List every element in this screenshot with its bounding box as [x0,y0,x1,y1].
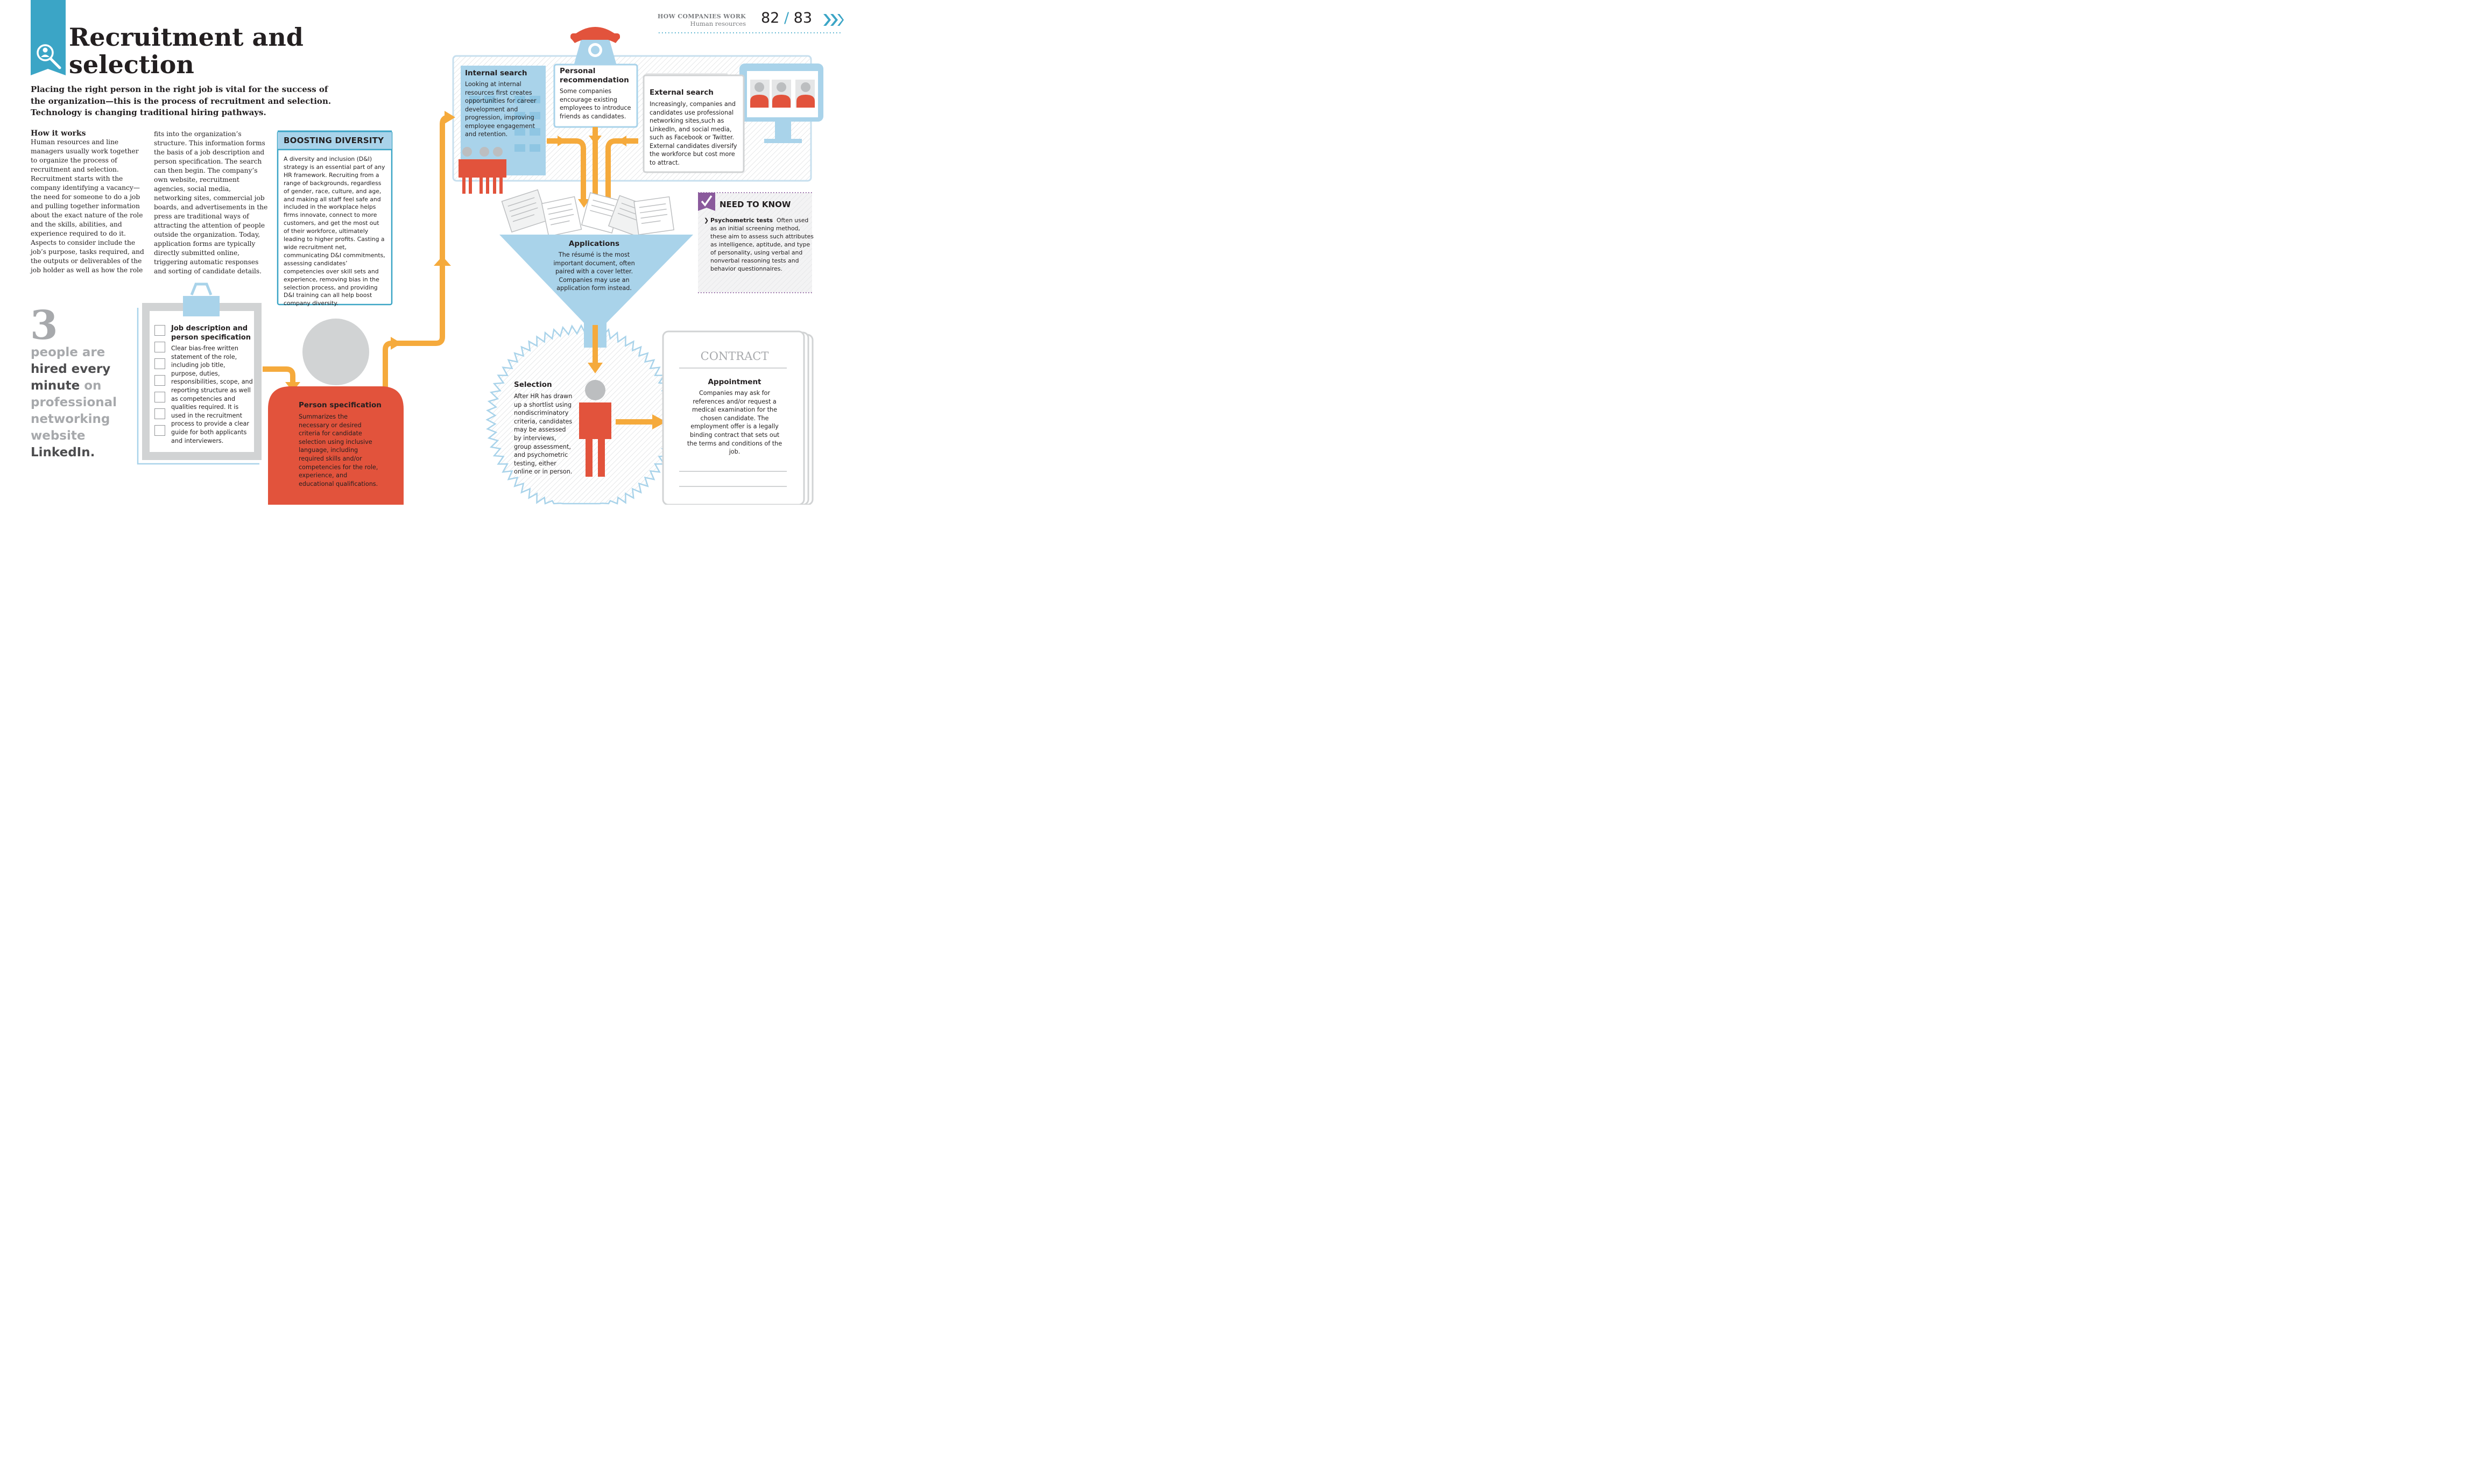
stat-number: 3 [30,302,58,349]
page-title: Recruitment and selection [69,23,304,79]
person-figure [268,319,404,505]
clipboard-text: Clear bias-free written statement of the… [171,345,253,444]
how-it-works-text-2: fits into the organization’s structure. … [154,130,268,275]
selection-text: After HR has drawn up a shortlist using … [514,393,573,476]
applications-documents [501,189,674,238]
need-to-know-text: ❯Psychometric tests Often used as an ini… [704,217,814,272]
check-icon [701,195,713,207]
telephone-icon [570,27,620,66]
intro-text: Placing the right person in the right jo… [31,84,332,117]
diversity-text: A diversity and inclusion (D&I) strategy… [284,156,385,307]
person-spec-heading: Person specification [299,401,382,409]
diversity-heading: BOOSTING DIVERSITY [284,136,384,145]
section-label: HOW COMPANIES WORK [657,13,746,20]
arrow-icon [652,414,666,429]
subsection-label: Human resources [690,20,746,27]
contract-label: CONTRACT [700,350,769,363]
external-search-heading: External search [650,88,714,97]
checkbox [154,342,165,352]
selection-heading: Selection [514,380,552,389]
external-search-text: Increasingly, companies and candidates u… [650,101,737,166]
checkbox [154,392,165,402]
checkbox [154,408,165,419]
running-head: HOW COMPANIES WORK Human resources [658,13,746,27]
person-spec-text: Summarizes the necessary or desired crit… [299,413,378,487]
selected-candidate [579,380,611,477]
chevron-icon [823,14,844,26]
infographic-graphics [31,0,844,505]
employees-group [459,147,506,194]
checkbox [154,358,165,369]
appointment-heading: Appointment [708,378,761,386]
need-to-know-heading: NEED TO KNOW [720,200,791,209]
applications-funnel [499,235,693,323]
internal-search-building [461,66,546,175]
internal-search-heading: Internal search [465,69,527,77]
clipboard-heading: Job description and person specification [171,324,251,342]
appointment-text: Companies may ask for references and/or … [687,390,782,456]
title-tab [31,0,66,75]
applications-heading: Applications [568,239,620,248]
checkbox [154,425,165,436]
applications-text: The résumé is the most important documen… [553,251,635,292]
how-it-works-heading: How it works [31,129,86,138]
checkbox [154,325,165,336]
internal-search-text: Looking at internal resources first crea… [465,81,537,138]
stat-text: people are hired every minute on profess… [31,345,117,460]
external-search-box [643,74,745,173]
recommendation-text: Some companies encourage existing employ… [560,88,631,120]
checkbox [154,375,165,386]
how-it-works-col1: How it works Human resources and line ma… [31,129,145,275]
how-it-works-text-1: Human resources and line managers usuall… [31,138,144,274]
process-arrows [263,115,452,387]
page-numbers: 82 / 83 [761,10,813,26]
monitor-icon [739,63,823,143]
contract-document [662,330,814,505]
recommendation-heading: Personal recommendation [560,67,629,84]
